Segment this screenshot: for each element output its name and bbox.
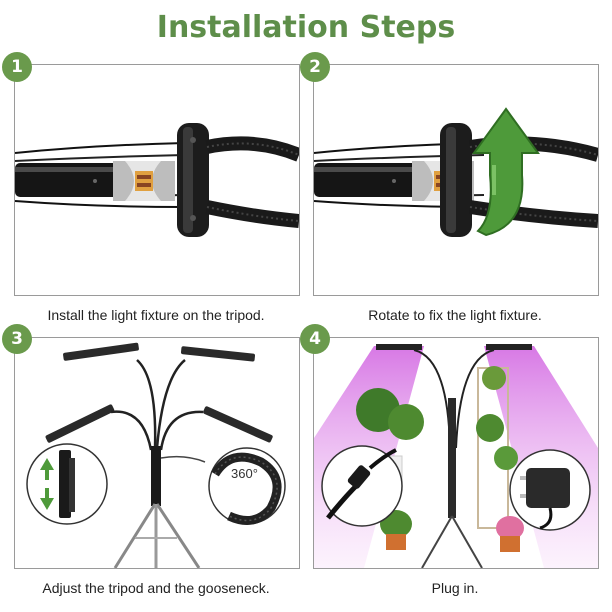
step-4-caption: Plug in. [431,580,479,596]
step-4-badge: 4 [300,324,330,354]
step-1-badge: 1 [2,52,32,82]
step-1-caption: Install the light fixture on the tripod. [47,307,265,323]
up-down-arrow-icon [40,458,54,510]
step-4-image [313,337,599,569]
page-title: Installation Steps [156,10,456,45]
step-1-image [14,64,300,296]
step-3-caption: Adjust the tripod and the gooseneck. [42,580,270,596]
step-3-image: 360° [14,337,300,569]
step-2-image [313,64,599,296]
step-3-badge: 3 [2,324,32,354]
step-2-caption: Rotate to fix the light fixture. [368,307,542,323]
rotate-arrow-icon [472,107,540,237]
step-2-badge: 2 [300,52,330,82]
rotation-label: 360° [231,466,258,481]
